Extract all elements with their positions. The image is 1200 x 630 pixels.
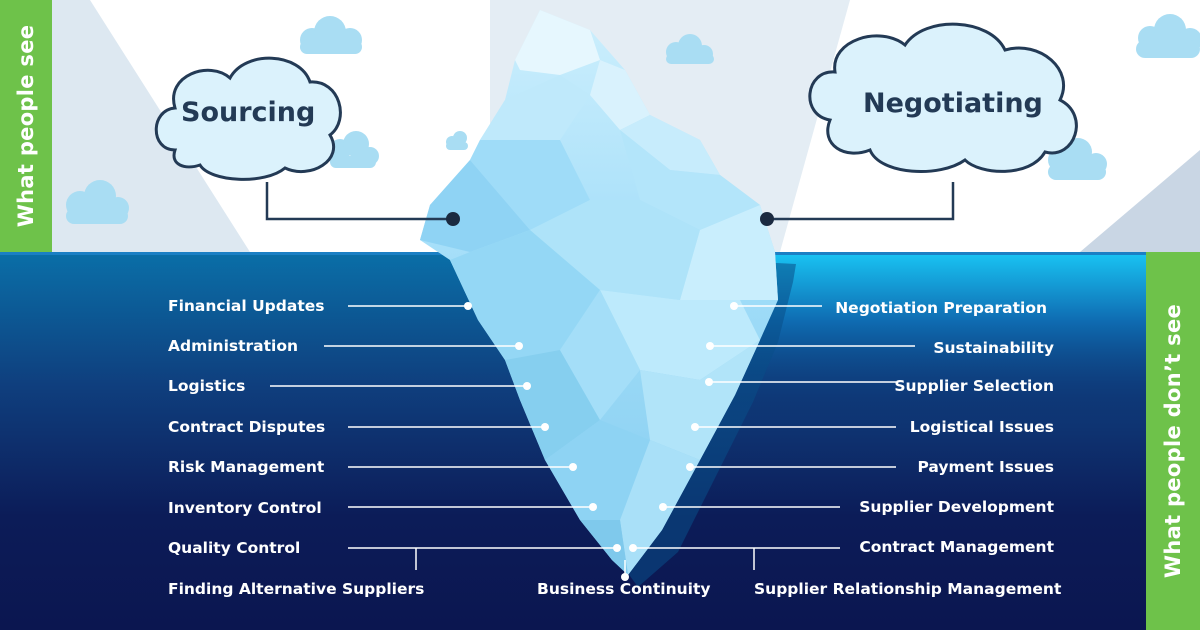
sky-shade-left	[0, 0, 250, 252]
hidden-tab-label: What people don’t see	[1161, 303, 1185, 579]
leader-lines	[270, 305, 915, 577]
cloud-label-sourcing: Sourcing	[181, 97, 316, 128]
left-label-4: Contract Disputes	[168, 418, 326, 436]
left-label-2: Administration	[168, 337, 299, 355]
right-label-8: Supplier Relationship Management	[754, 580, 1062, 598]
left-label-3: Logistics	[168, 377, 246, 395]
connector-dot-right	[760, 212, 774, 226]
right-label-5: Payment Issues	[917, 458, 1054, 476]
sky-shade-right	[1080, 150, 1200, 252]
right-label-4: Logistical Issues	[909, 418, 1054, 436]
hidden-side-tab: What people don’t see	[1146, 252, 1200, 630]
bottom-label: Business Continuity	[537, 580, 711, 598]
left-label-7: Quality Control	[168, 539, 301, 557]
left-label-5: Risk Management	[168, 458, 325, 476]
right-label-6: Supplier Development	[859, 498, 1054, 516]
left-label-1: Financial Updates	[168, 297, 325, 315]
right-label-3: Supplier Selection	[894, 377, 1054, 395]
cloud-connectors	[265, 182, 955, 221]
left-label-8: Finding Alternative Suppliers	[168, 580, 425, 598]
right-label-2: Sustainability	[933, 339, 1054, 357]
cloud-negotiating	[808, 22, 1078, 173]
connector-dot-left	[446, 212, 460, 226]
right-label-7: Contract Management	[859, 538, 1054, 556]
cloud-sourcing	[154, 56, 342, 181]
right-label-1: Negotiation Preparation	[835, 299, 1047, 317]
left-label-6: Inventory Control	[168, 499, 322, 517]
decor-clouds	[66, 14, 1200, 224]
visible-tab-label: What people see	[14, 24, 38, 228]
leader-dots	[464, 302, 738, 581]
iceberg	[420, 10, 778, 575]
visible-side-tab: What people see	[0, 0, 52, 252]
cloud-label-negotiating: Negotiating	[863, 88, 1043, 119]
